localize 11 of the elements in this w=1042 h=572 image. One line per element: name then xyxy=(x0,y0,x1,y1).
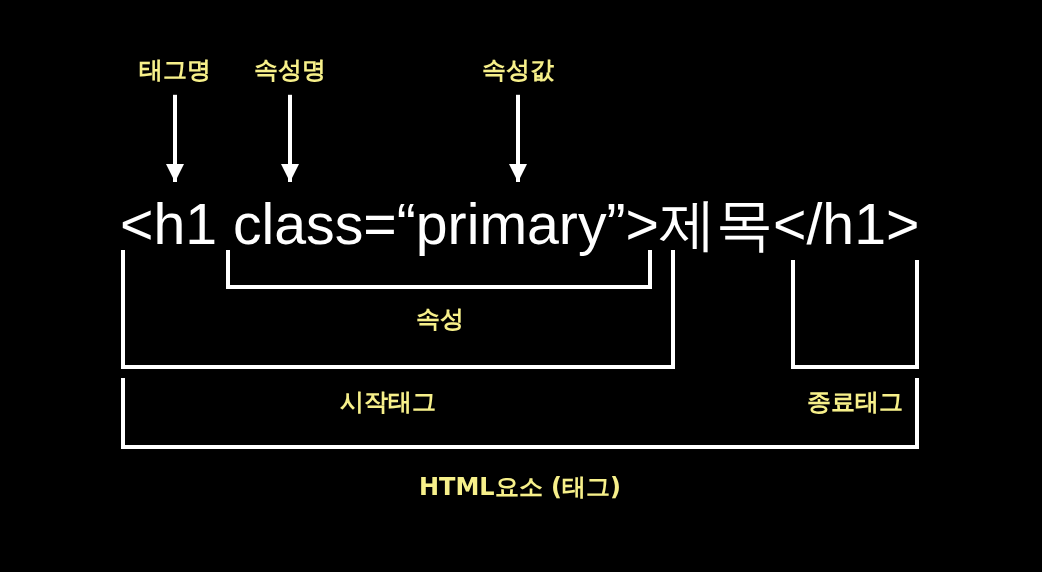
term-label: 태그명 xyxy=(139,56,211,85)
bracket-label: 시작태그 xyxy=(340,388,436,417)
code-text: <h1 class=“primary”>제목</h1> xyxy=(120,194,920,254)
term-label: 속성값 xyxy=(482,56,554,85)
arrow xyxy=(509,94,527,182)
bracket-label: HTML요소 (태그) xyxy=(419,473,621,502)
arrow xyxy=(281,94,299,182)
bracket-label: 속성 xyxy=(416,305,464,334)
term-label: 속성명 xyxy=(254,56,326,85)
arrow xyxy=(166,94,184,182)
bracket-label: 종료태그 xyxy=(807,388,903,417)
